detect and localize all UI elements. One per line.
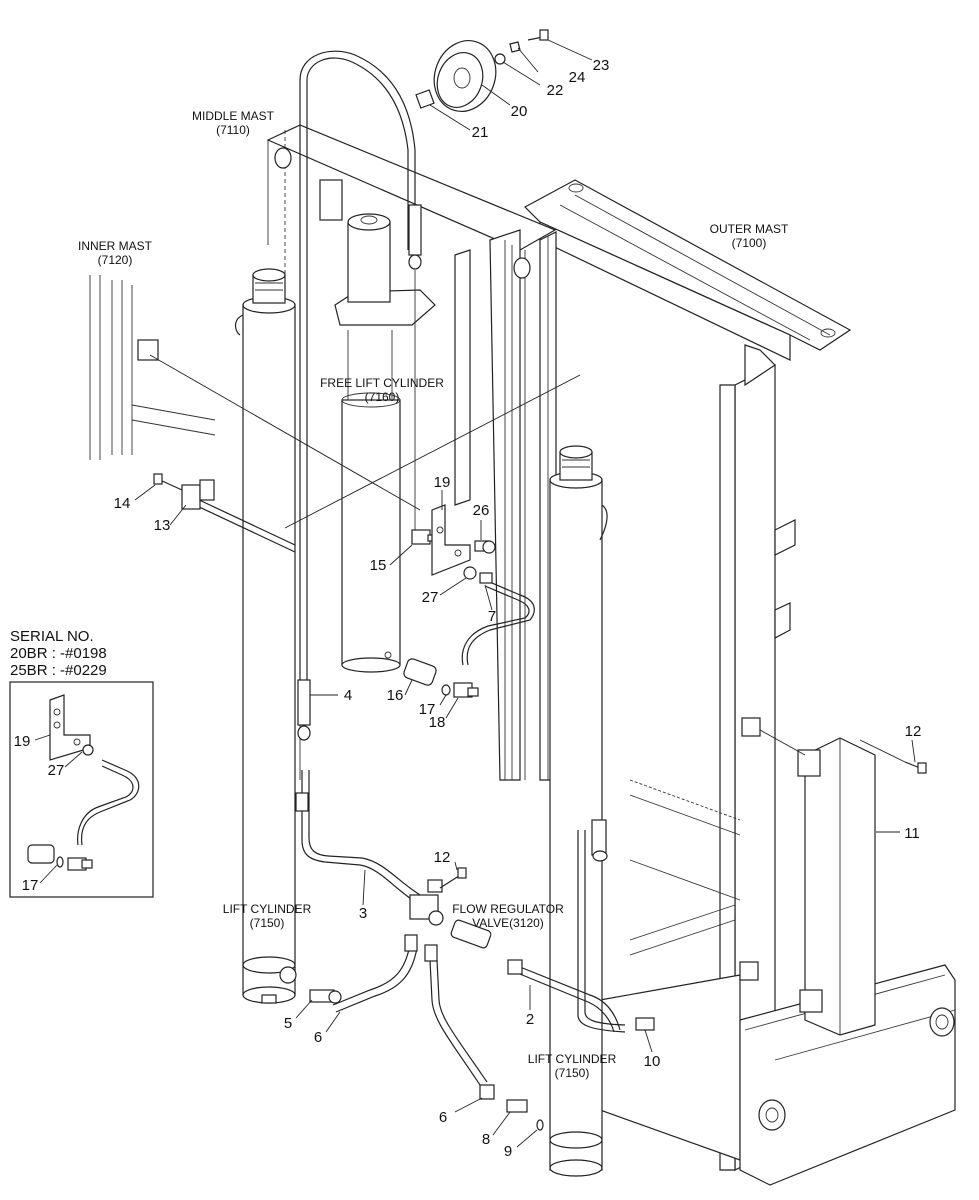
- middle-mast-code: (7110): [216, 123, 250, 137]
- callout-14: 14: [114, 495, 131, 512]
- flow-regulator-label: FLOW REGULATOR: [452, 902, 564, 916]
- callout-5: 5: [284, 1015, 292, 1032]
- callout-numbers: 2 3 4 5 6 6 7 8 9 10 11 12 12 13 14 15 1…: [114, 57, 922, 1160]
- inner-mast-drawing: [89, 275, 216, 460]
- callout-6a: 6: [314, 1029, 322, 1046]
- callout-9: 9: [504, 1143, 512, 1160]
- callout-10: 10: [644, 1053, 661, 1070]
- lift-cylinder-right-drawing: [549, 445, 608, 1177]
- callout-21: 21: [472, 124, 489, 141]
- middle-mast-label: MIDDLE MAST: [192, 109, 275, 123]
- flow-regulator-code: VALVE(3120): [472, 916, 544, 930]
- callout-2: 2: [526, 1011, 534, 1028]
- serial-callout-17: 17: [22, 877, 39, 894]
- callout-22: 22: [547, 82, 564, 99]
- callout-17: 17: [419, 701, 436, 718]
- hose-assembly: [149, 50, 626, 1086]
- callout-6b: 6: [439, 1109, 447, 1126]
- callout-8: 8: [482, 1131, 490, 1148]
- lift-cylinder-right-code: (7150): [555, 1066, 590, 1080]
- lift-cylinder-right-label: LIFT CYLINDER: [528, 1052, 617, 1066]
- free-lift-cylinder-drawing: [334, 213, 436, 673]
- assembly-labels: MIDDLE MAST (7110) INNER MAST (7120) OUT…: [78, 109, 789, 1080]
- lift-cylinder-left-label: LIFT CYLINDER: [223, 902, 312, 916]
- serial-title: SERIAL NO.: [10, 628, 94, 645]
- small-parts: [153, 29, 927, 1131]
- serial-text: SERIAL NO. 20BR : -#0198 25BR : -#0229 1…: [10, 628, 107, 894]
- serial-line-2: 25BR : -#0229: [10, 662, 107, 679]
- free-lift-cylinder-code: (7160): [365, 390, 400, 404]
- inner-mast-label: INNER MAST: [78, 239, 153, 253]
- callout-13: 13: [154, 517, 171, 534]
- callout-16: 16: [387, 687, 404, 704]
- callout-4: 4: [344, 687, 352, 704]
- callout-20: 20: [511, 103, 528, 120]
- callout-11: 11: [904, 825, 920, 842]
- free-lift-cylinder-label: FREE LIFT CYLINDER: [320, 376, 444, 390]
- lift-cylinder-left-code: (7150): [250, 916, 285, 930]
- callout-12a: 12: [905, 723, 922, 740]
- callout-12b: 12: [434, 849, 451, 866]
- callout-3: 3: [359, 905, 367, 922]
- callout-23: 23: [593, 57, 610, 74]
- outer-mast-label: OUTER MAST: [710, 222, 789, 236]
- callout-24: 24: [569, 69, 586, 86]
- leader-lines: [134, 39, 916, 1148]
- callout-18: 18: [429, 714, 446, 731]
- callout-15: 15: [370, 557, 387, 574]
- inner-mast-code: (7120): [98, 253, 133, 267]
- serial-inset: [9, 681, 154, 898]
- serial-line-1: 20BR : -#0198: [10, 645, 107, 662]
- callout-19: 19: [434, 474, 451, 491]
- lift-cylinder-left-drawing: [234, 268, 297, 1004]
- callout-26: 26: [473, 502, 490, 519]
- callout-7: 7: [488, 608, 496, 625]
- serial-callout-19: 19: [14, 733, 31, 750]
- serial-callout-27: 27: [48, 762, 65, 779]
- middle-mast-drawing: [266, 124, 557, 781]
- callout-27: 27: [422, 589, 439, 606]
- outer-mast-code: (7100): [732, 236, 767, 250]
- outer-mast-drawing: [524, 179, 956, 1186]
